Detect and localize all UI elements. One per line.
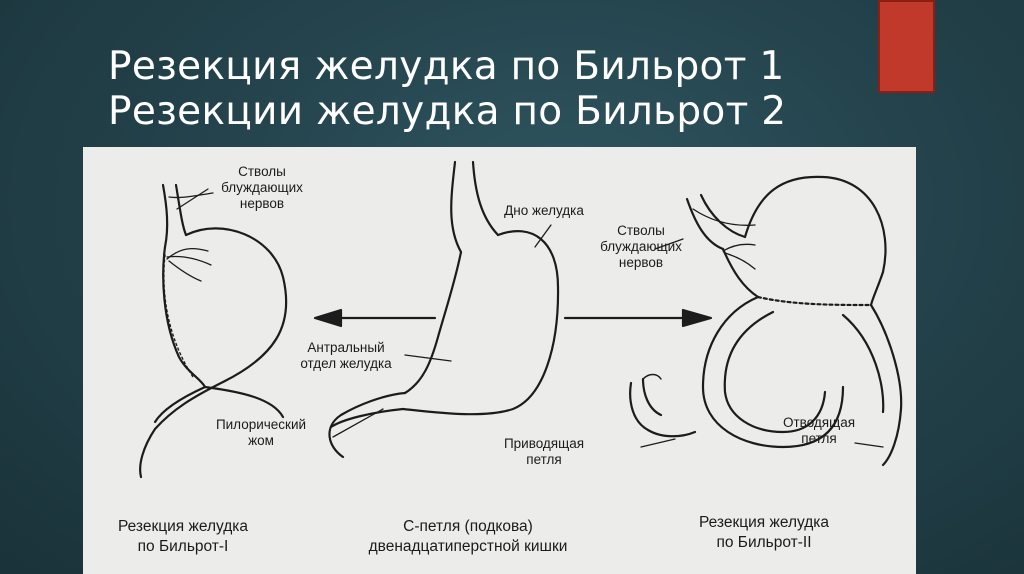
label-efferent-loop-line-1: Отводящая	[782, 415, 856, 430]
normal-stomach	[328, 160, 560, 459]
label-fundus: Дно желудка	[482, 203, 606, 219]
arrow-right	[563, 308, 713, 328]
label-fundus-text: Дно желудка	[504, 203, 584, 218]
diagram-figure: Стволы блуждающих нервов Дно желудка Ств…	[83, 147, 916, 574]
label-efferent-loop: Отводящая петля	[763, 415, 875, 447]
arrow-left	[313, 308, 437, 328]
caption-duodenum-line-2: двенадцатиперстной кишки	[368, 538, 568, 555]
billroth-2-stomach	[629, 175, 903, 467]
caption-duodenum-line-1: С-петля (подкова)	[403, 518, 533, 535]
label-afferent-loop-line-2: петля	[526, 452, 562, 467]
slide-title: Резекция желудка по Бильрот 1 Резекции ж…	[108, 44, 868, 134]
label-vagus-right-line-3: нервов	[618, 255, 664, 270]
accent-bar	[878, 0, 935, 93]
label-efferent-loop-line-2: петля	[801, 431, 837, 446]
label-vagus-left-line-2: блуждающих	[221, 180, 303, 195]
caption-billroth-2-line-2: по Бильрот-II	[716, 534, 812, 551]
caption-billroth-2-line-1: Резекция желудка	[698, 514, 830, 531]
label-vagus-left-line-3: нервов	[239, 196, 285, 211]
label-antrum-line-2: отдел желудка	[300, 356, 392, 371]
label-vagus-right-line-1: Стволы	[617, 223, 665, 238]
label-vagus-right: Стволы блуждающих нервов	[580, 223, 702, 271]
label-pylorus-line-1: Пилорический	[215, 417, 307, 432]
caption-billroth-1-line-1: Резекция желудка	[117, 518, 249, 535]
caption-billroth-1-line-2: по Бильрот-I	[137, 538, 229, 555]
label-afferent-loop-line-1: Приводящая	[503, 436, 585, 451]
leader-lines	[176, 188, 884, 448]
diagram-drawing	[139, 160, 903, 479]
label-vagus-left: Стволы блуждающих нервов	[201, 164, 323, 212]
caption-duodenum: С-петля (подкова) двенадцатиперстной киш…	[345, 517, 591, 557]
billroth-1-stomach	[139, 183, 288, 479]
label-afferent-loop: Приводящая петля	[483, 436, 605, 468]
label-pylorus-line-2: жом	[248, 433, 274, 448]
label-pylorus: Пилорический жом	[189, 417, 333, 449]
slide-title-line-1: Резекция желудка по Бильрот 1	[108, 44, 785, 89]
label-vagus-right-line-2: блуждающих	[600, 239, 682, 254]
caption-billroth-2: Резекция желудка по Бильрот-II	[669, 513, 859, 553]
label-vagus-left-line-1: Стволы	[238, 164, 286, 179]
caption-billroth-1: Резекция желудка по Бильрот-I	[93, 517, 273, 557]
label-antrum-line-1: Антральный	[307, 340, 385, 355]
slide-title-line-2: Резекции желудка по Бильрот 2	[108, 89, 787, 134]
label-antrum: Антральный отдел желудка	[281, 340, 411, 372]
